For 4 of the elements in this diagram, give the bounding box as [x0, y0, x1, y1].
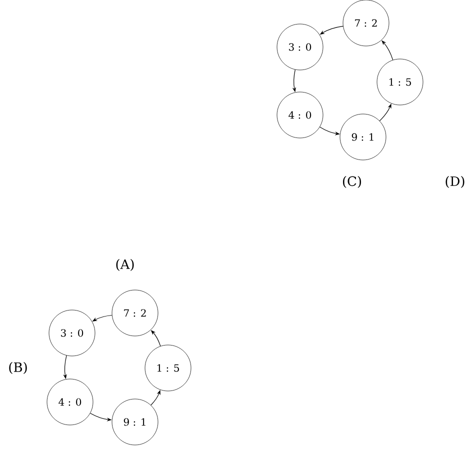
panel-label: (A) [116, 259, 134, 271]
panel-label: (B) [9, 362, 27, 374]
panel-label: (C) [343, 176, 362, 188]
panel-label: (D) [446, 176, 464, 188]
